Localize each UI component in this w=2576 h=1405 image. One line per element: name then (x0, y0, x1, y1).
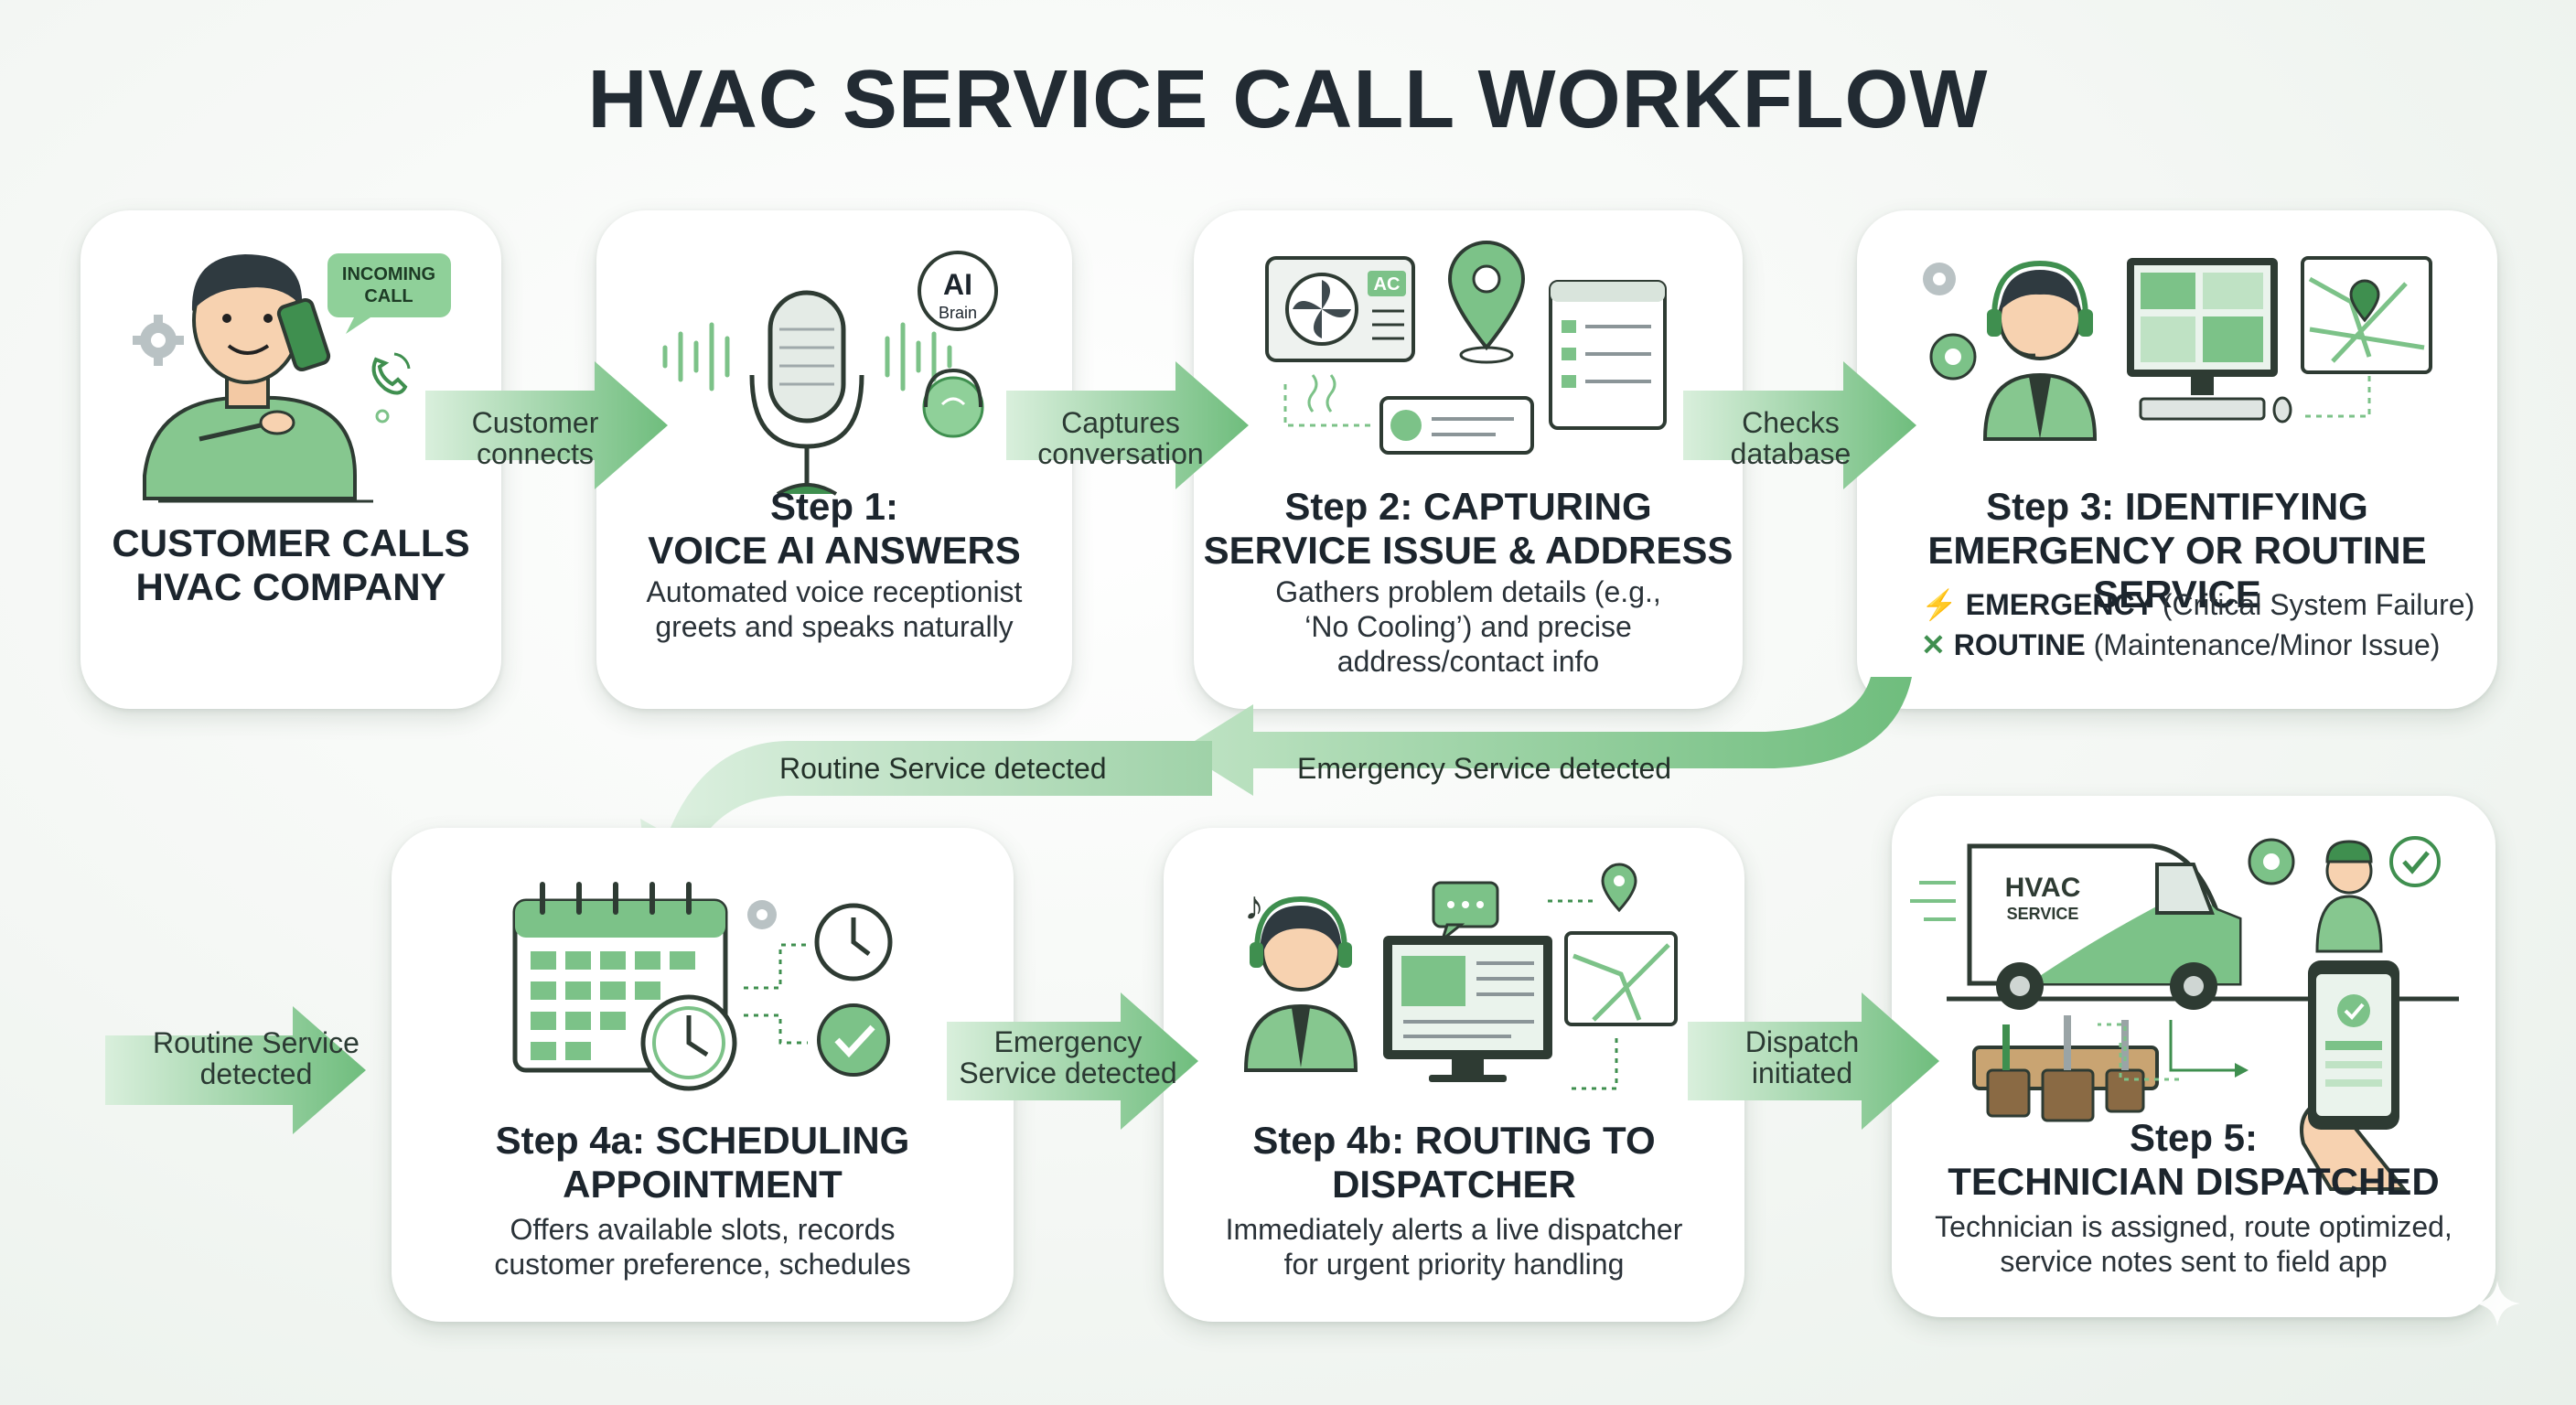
routine-line: ✕ ROUTINE (Maintenance/Minor Issue) (1921, 627, 2440, 662)
headset-chat-icon (922, 368, 984, 438)
map-window-icon (2301, 256, 2432, 374)
chat-bubble-icon (1432, 881, 1499, 944)
branch-routine-arrow (640, 741, 1212, 892)
form-window-icon (1549, 280, 1667, 430)
headset-agent-icon (1243, 896, 1358, 1072)
music-note-icon: ♪ (1244, 884, 1264, 928)
tool-belt-icon (1972, 1015, 2159, 1122)
technician-dispatch-illustration: HVAC SERVICE (1910, 836, 2459, 1191)
label-captures-conversation: Captures conversation (1037, 406, 1204, 470)
arrow-captures-conversation (1006, 361, 1249, 489)
step4b-title: Step 4b: ROUTING TO DISPATCHER (1252, 1119, 1656, 1206)
incoming-call-bubble: INCOMING CALL (327, 253, 451, 334)
branch-emergency-arrow (1180, 677, 1912, 796)
label-emergency-detected: Emergency Service detected (959, 1025, 1177, 1089)
scheduling-illustration (512, 882, 893, 1091)
map-pin-window-icon (1564, 863, 1678, 1026)
step5-desc: Technician is assigned, route optimized,… (1935, 1210, 2453, 1278)
step2-desc: Gathers problem details (e.g., ‘No Cooli… (1275, 575, 1661, 678)
lightning-icon: ⚡ (1921, 588, 1958, 621)
map-pin-icon (1447, 241, 1526, 364)
step4a-title: Step 4a: SCHEDULING APPOINTMENT (495, 1119, 910, 1206)
step5-title: Step 5: TECHNICIAN DISPATCHED (1948, 1116, 2440, 1203)
contact-card-icon (1379, 396, 1534, 455)
microphone-icon (749, 290, 864, 496)
gear-icon (747, 900, 777, 929)
arrow-routine-detected (105, 1006, 366, 1134)
arrow-checks-database (1683, 361, 1916, 489)
ac-unit-label: AC (1374, 274, 1401, 295)
step2-card: AC Step 2: CAPTURING SERVICE ISSUE & ADD… (1194, 210, 1743, 709)
emergency-line: ⚡ EMERGENCY (Critical System Failure) (1921, 587, 2474, 622)
gear-icon (2248, 838, 2295, 885)
emergency-detail: (Critical System Failure) (2162, 588, 2475, 621)
step3-title: Step 3: IDENTIFYING EMERGENCY OR ROUTINE… (1927, 485, 2427, 616)
page-title: HVAC SERVICE CALL WORKFLOW (587, 54, 1989, 145)
service-issue-illustration: AC (1265, 241, 1667, 455)
arrow-customer-connects (425, 361, 668, 489)
ac-unit-icon: AC (1265, 256, 1415, 413)
incoming-call-line1: INCOMING (342, 264, 435, 284)
van-label-line1: HVAC (2005, 873, 2081, 903)
ai-brain-icon: AI Brain (918, 251, 998, 331)
phone-ring-icon (371, 352, 411, 395)
step1-card: AI Brain Step 1: VOICE AI ANSWERS Automa… (596, 210, 1072, 709)
gear-icon (133, 315, 184, 366)
label-routine-detected: Routine Service detected (153, 1026, 360, 1090)
step4a-card: Step 4a: SCHEDULING APPOINTMENT Offers a… (392, 828, 1014, 1322)
label-customer-connects: Customer connects (471, 406, 599, 470)
van-label-line2: SERVICE (2007, 905, 2079, 923)
label-checks-database: Checks database (1730, 406, 1852, 470)
branch-routine-label: Routine Service detected (779, 752, 1107, 785)
ai-brain-label-text: Brain (939, 304, 977, 322)
headset-agent-icon (1982, 260, 2098, 441)
step1-desc: Automated voice receptionist greets and … (646, 575, 1023, 643)
step4a-desc: Offers available slots, records customer… (494, 1213, 911, 1281)
label-dispatch-initiated: Dispatch initiated (1744, 1025, 1860, 1089)
van-icon: HVAC SERVICE (1910, 843, 2459, 1010)
gear-icon (1929, 333, 1977, 381)
clock-icon (814, 903, 893, 981)
ai-brain-ai-text: AI (943, 268, 972, 301)
customer-card-title: CUSTOMER CALLS HVAC COMPANY (112, 521, 470, 608)
step2-title: Step 2: CAPTURING SERVICE ISSUE & ADDRES… (1203, 485, 1733, 572)
wrench-icon: ✕ (1921, 628, 1946, 661)
routing-illustration: ♪ (1243, 863, 1678, 1090)
step5-card: HVAC SERVICE (1892, 796, 2496, 1317)
smartphone-icon (2300, 960, 2409, 1191)
sparkle-icon (2474, 1281, 2520, 1326)
checkmark-circle-icon (2389, 836, 2441, 887)
monitor-icon (1383, 936, 1552, 1082)
voice-ai-illustration: AI Brain (662, 251, 998, 496)
step4b-card: ♪ Step 4b: ROUTING (1164, 828, 1744, 1322)
incoming-call-line2: CALL (364, 286, 413, 306)
arrow-dispatch-initiated (1688, 992, 1939, 1130)
calendar-icon (512, 882, 737, 1091)
routine-label: ROUTINE (1953, 628, 2086, 661)
step1-title: Step 1: VOICE AI ANSWERS (648, 485, 1021, 572)
gear-icon (1923, 263, 1956, 295)
checkmark-circle-icon (817, 1003, 890, 1077)
arrow-emergency-detected (947, 992, 1198, 1130)
step3-card: Step 3: IDENTIFYING EMERGENCY OR ROUTINE… (1857, 210, 2497, 709)
branch-emergency-label: Emergency Service detected (1297, 752, 1672, 785)
sound-wave-icon (662, 322, 952, 391)
dispatcher-desk-illustration (1923, 256, 2432, 441)
customer-phone-illustration: INCOMING CALL (133, 253, 451, 503)
emergency-label: EMERGENCY (1965, 588, 2154, 621)
technician-icon (2315, 840, 2383, 953)
step4b-desc: Immediately alerts a live dispatcher for… (1225, 1213, 1683, 1281)
monitor-icon (2127, 258, 2292, 424)
routine-detail: (Maintenance/Minor Issue) (2093, 628, 2441, 661)
